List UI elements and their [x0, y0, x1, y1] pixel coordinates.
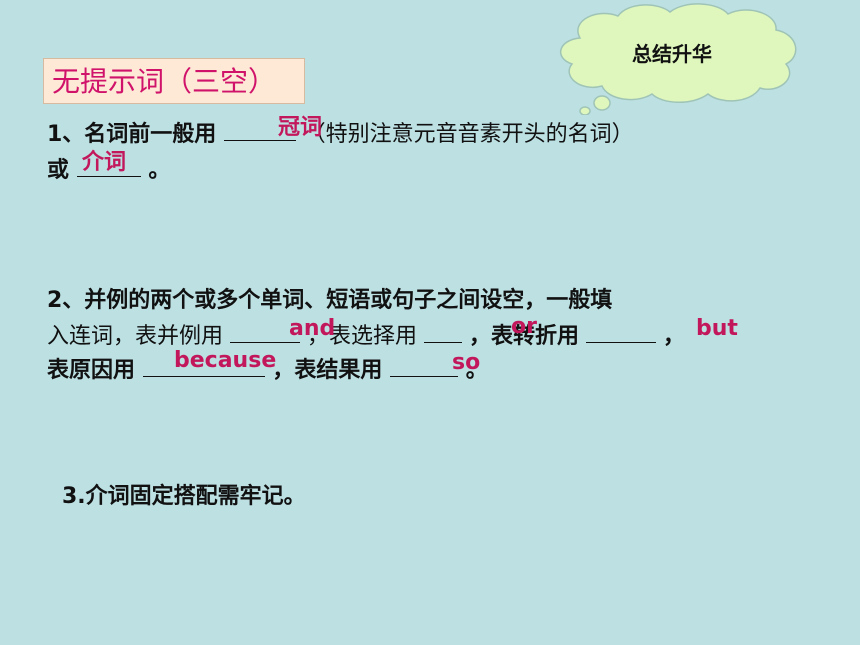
item2-line2-a: 入连词，表并例用: [47, 324, 224, 349]
item1-blank1: [223, 118, 296, 141]
item3-text: 3.介词固定搭配需牢记。: [62, 484, 306, 509]
item1-blank2: [76, 154, 141, 177]
item1-line2-end: 。: [148, 158, 171, 183]
item2-blank-or: [424, 320, 463, 343]
answer-and: and: [289, 316, 336, 341]
item1-line1-end: （特别注意元音音素开头的名词）: [303, 122, 634, 147]
item2-line1: 2、并例的两个或多个单词、短语或句子之间设空，一般填: [47, 288, 613, 313]
cloud-label: 总结升华: [632, 42, 712, 66]
item2-line2-b: ，表选择用: [307, 324, 418, 349]
answer-because: because: [174, 348, 277, 373]
answer-or: or: [511, 314, 537, 339]
item1-answer1: 冠词: [278, 115, 323, 140]
thought-cloud: [560, 3, 797, 115]
item2-line2-d: ，: [663, 324, 686, 349]
answer-so: so: [452, 350, 481, 375]
item2-blank-but: [586, 320, 657, 343]
item1-line2: 或 。: [47, 154, 170, 188]
item2-blank-because: [142, 354, 265, 377]
item2-line3-a: 表原因用: [47, 358, 136, 383]
answer-but: but: [696, 316, 738, 341]
item2-line3: 表原因用 ，表结果用 。: [47, 354, 488, 388]
item2-blank-so: [390, 354, 459, 377]
section-title: 无提示词（三空）: [43, 58, 305, 104]
item2-line3-b: ，表结果用: [272, 358, 383, 383]
item1-line1: 1、名词前一般用 （特别注意元音音素开头的名词）: [47, 118, 634, 152]
item1-line2-start: 或: [47, 158, 70, 183]
item1-answer2: 介词: [82, 150, 127, 175]
item2-blank-and: [230, 320, 301, 343]
item2-line2-c: ，表转折用: [469, 324, 580, 349]
item2-line3-c: 。: [465, 358, 488, 383]
item2-line2: 入连词，表并例用 ，表选择用 ，表转折用 ，: [47, 320, 685, 354]
item1-line1-start: 1、名词前一般用: [47, 122, 217, 147]
